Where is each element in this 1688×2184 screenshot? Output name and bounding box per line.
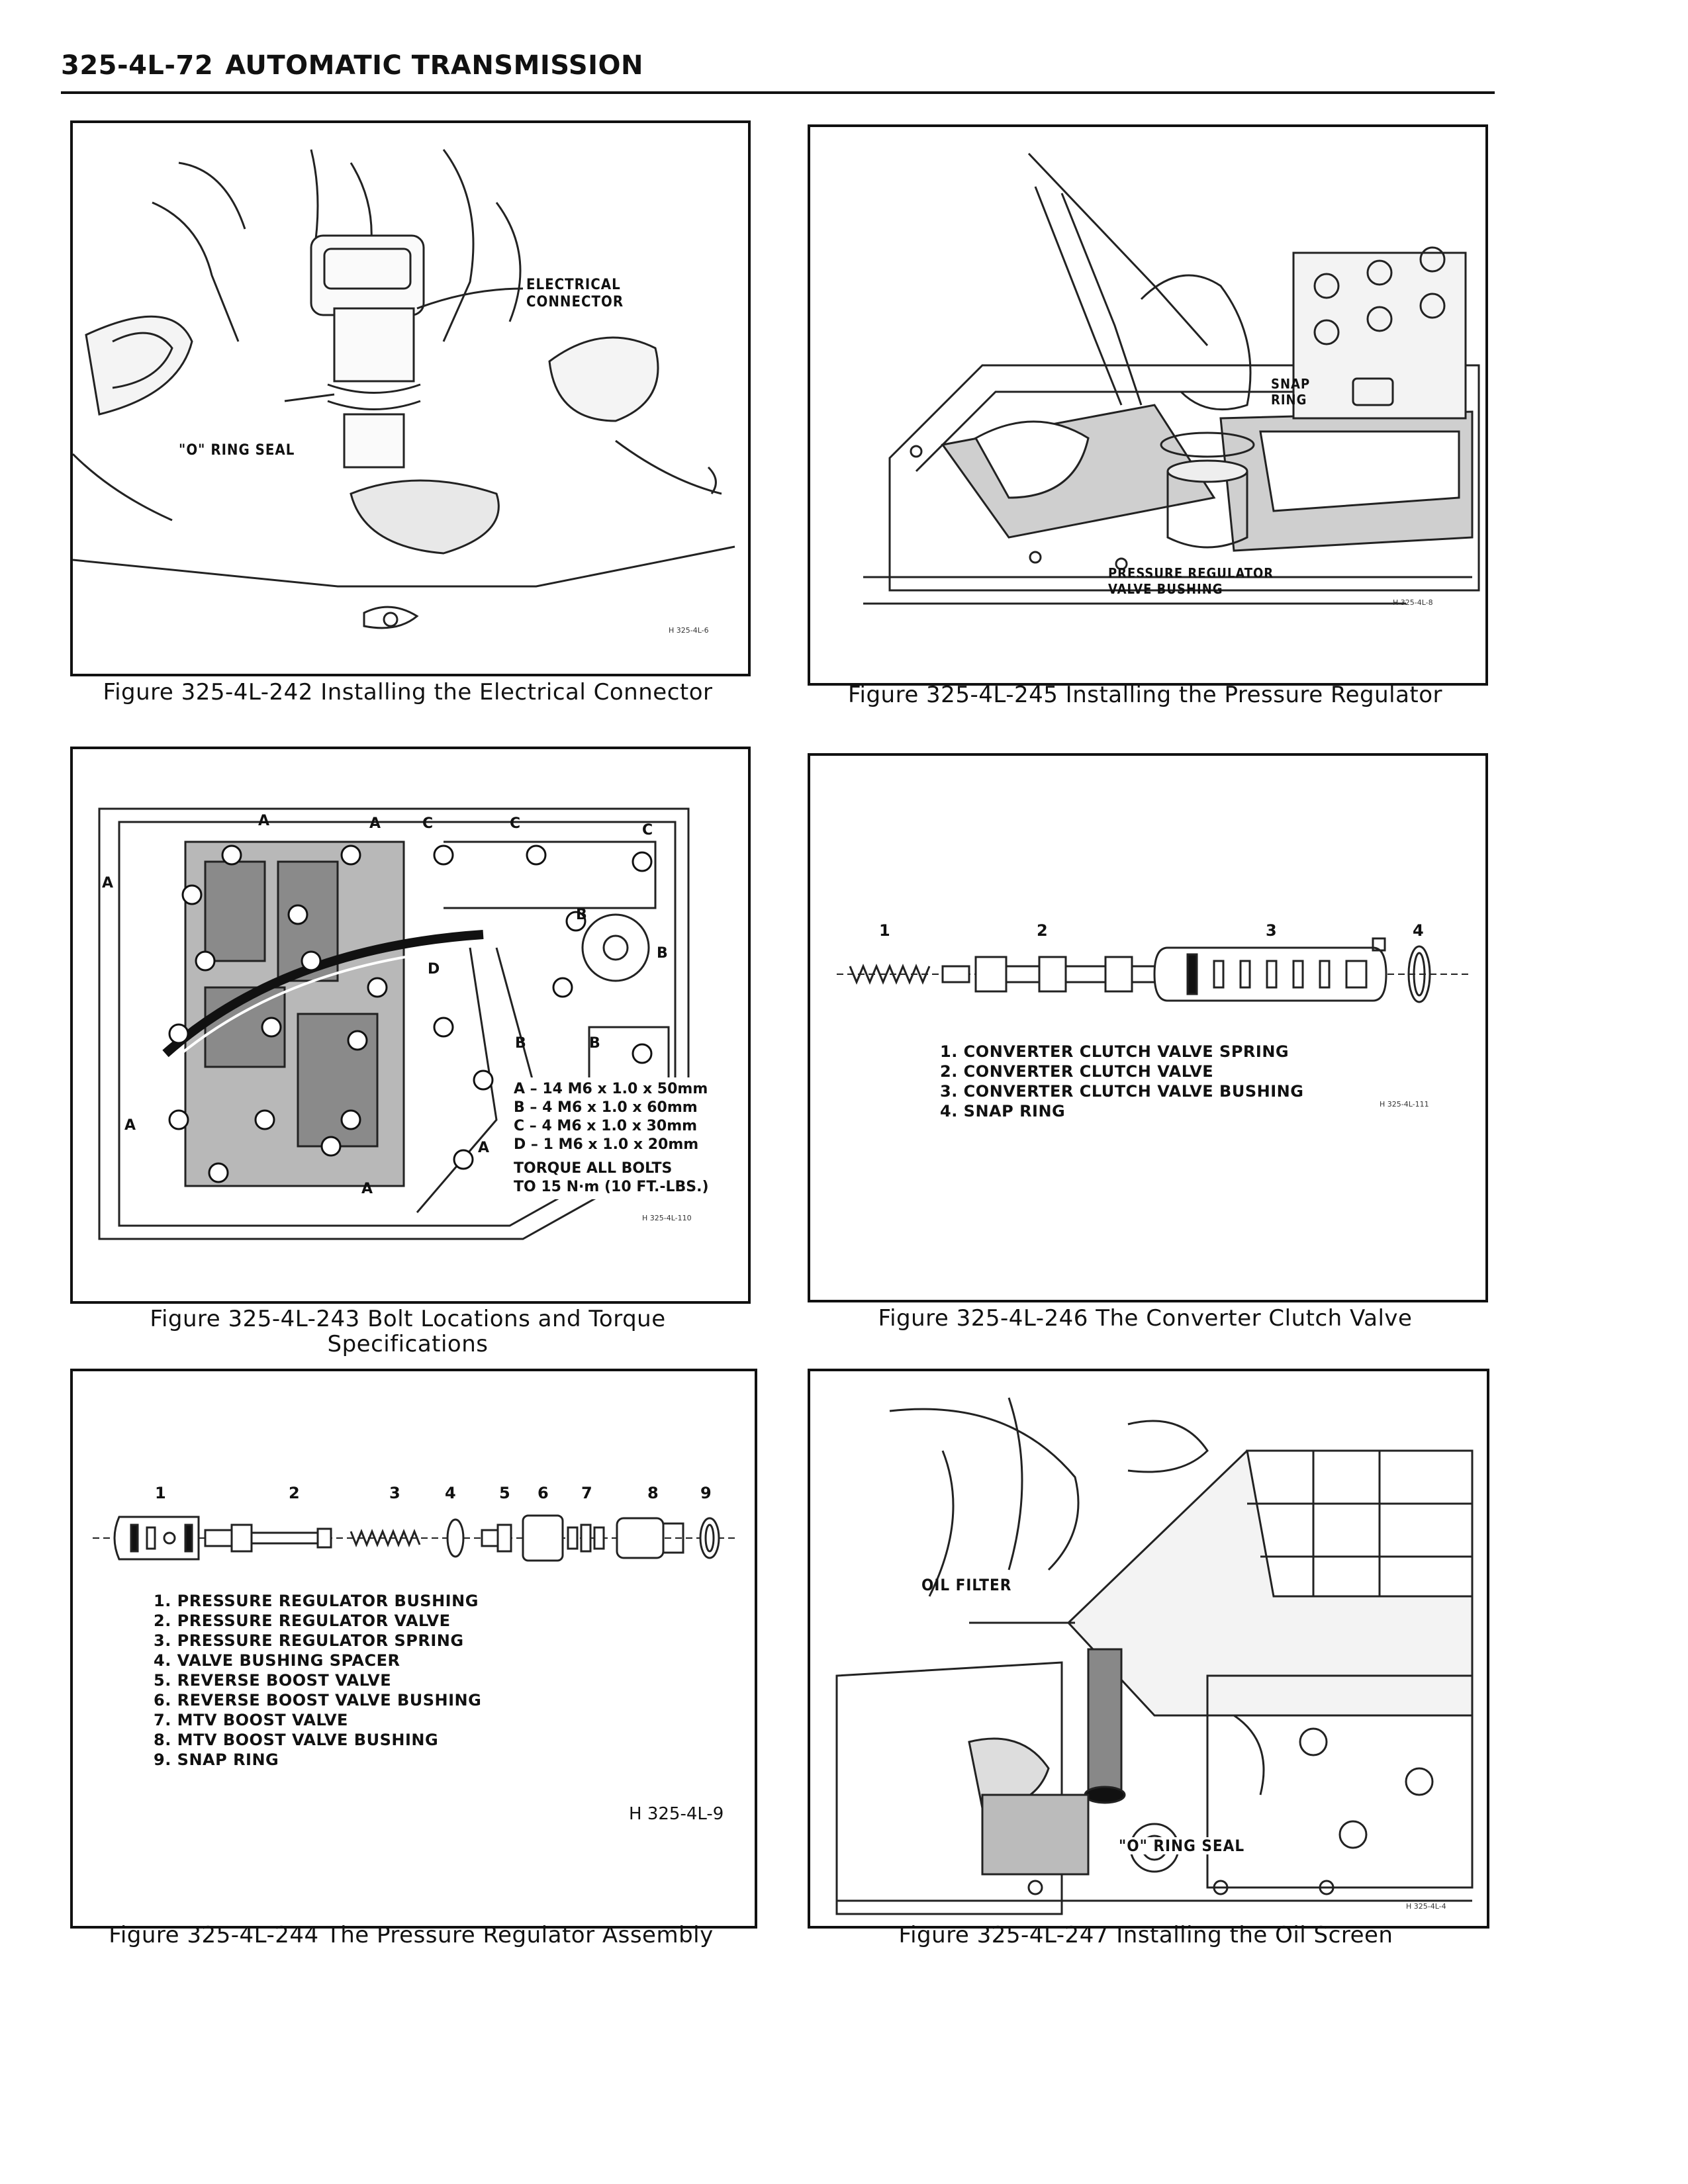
figure-244-caption: Figure 325-4L-244 The Pressure Regulator… bbox=[109, 1922, 714, 1948]
fig244-legend-item-6: 6. REVERSE BOOST VALVE BUSHING bbox=[154, 1691, 482, 1709]
fig246-num-1: 1 bbox=[879, 921, 890, 940]
fig244-num-6: 6 bbox=[538, 1484, 549, 1502]
figure-244-id-mark: H 325-4L-9 bbox=[629, 1804, 724, 1824]
fig244-num-5: 5 bbox=[499, 1484, 510, 1502]
figure-243-illustration bbox=[98, 807, 690, 1240]
bolt-spec-b: B – 4 M6 x 1.0 x 60mm bbox=[514, 1099, 698, 1116]
figure-246-id-mark: H 325-4L-111 bbox=[1380, 1100, 1429, 1109]
figure-242-panel: ELECTRICAL CONNECTOR "O" RING SEAL H 325… bbox=[70, 120, 751, 676]
fig244-legend: 1. PRESSURE REGULATOR BUSHING 2. PRESSUR… bbox=[154, 1591, 481, 1770]
bolt-letter-c: C bbox=[422, 815, 434, 832]
label-pressure-regulator-bushing: PRESSURE REGULATOR VALVE BUSHING bbox=[1108, 565, 1274, 597]
figure-247-illustration bbox=[835, 1397, 1474, 1915]
fig246-legend-item-1: 1. CONVERTER CLUTCH VALVE SPRING bbox=[940, 1042, 1289, 1061]
label-electrical-connector-line2: CONNECTOR bbox=[526, 294, 624, 310]
label-snap-ring-line1: SNAP bbox=[1271, 376, 1311, 392]
bolt-letter-b: B bbox=[576, 907, 587, 923]
figure-244-illustration bbox=[93, 1514, 735, 1562]
fig246-num-3: 3 bbox=[1266, 921, 1277, 940]
bolt-letter-b-3: B bbox=[515, 1035, 526, 1052]
page-header: 325-4L-72 AUTOMATIC TRANSMISSION bbox=[61, 46, 1495, 95]
bolt-letter-d: D bbox=[428, 961, 440, 978]
page-number: 325-4L-72 bbox=[61, 50, 214, 81]
figure-246-illustration bbox=[837, 937, 1472, 1003]
fig246-legend-item-2: 2. CONVERTER CLUTCH VALVE bbox=[940, 1062, 1214, 1081]
figure-244-panel: 1 2 3 4 5 6 7 8 9 1. PRESSURE REGULATOR … bbox=[70, 1369, 757, 1929]
figure-247-panel: OIL FILTER "O" RING SEAL H 325-4L-4 bbox=[808, 1369, 1489, 1929]
fig244-num-4: 4 bbox=[445, 1484, 456, 1502]
page-title: 325-4L-72 AUTOMATIC TRANSMISSION bbox=[61, 50, 643, 81]
label-electrical-connector: ELECTRICAL CONNECTOR bbox=[526, 277, 624, 311]
fig244-num-3: 3 bbox=[389, 1484, 400, 1502]
bolt-letter-a-4: A bbox=[124, 1117, 136, 1134]
fig246-num-4: 4 bbox=[1413, 921, 1424, 940]
label-snap-ring: SNAP RING bbox=[1271, 376, 1310, 408]
figure-243-caption-line2: Specifications bbox=[327, 1331, 489, 1357]
figure-245-panel: SNAP RING PRESSURE REGULATOR VALVE BUSHI… bbox=[808, 124, 1488, 686]
figure-242-id-mark: H 325-4L-6 bbox=[669, 626, 709, 635]
section-title: AUTOMATIC TRANSMISSION bbox=[225, 50, 643, 81]
figure-246-caption: Figure 325-4L-246 The Converter Clutch V… bbox=[878, 1305, 1413, 1332]
figure-247-caption: Figure 325-4L-247 Installing the Oil Scr… bbox=[898, 1922, 1393, 1948]
fig244-legend-item-4: 4. VALVE BUSHING SPACER bbox=[154, 1651, 400, 1670]
fig244-legend-item-9: 9. SNAP RING bbox=[154, 1751, 279, 1769]
fig244-legend-item-2: 2. PRESSURE REGULATOR VALVE bbox=[154, 1612, 451, 1630]
fig244-legend-item-8: 8. MTV BOOST VALVE BUSHING bbox=[154, 1731, 439, 1749]
bolt-spec-a: A – 14 M6 x 1.0 x 50mm bbox=[514, 1081, 708, 1097]
fig244-num-1: 1 bbox=[155, 1484, 166, 1502]
figure-247-id-mark: H 325-4L-4 bbox=[1406, 1902, 1446, 1911]
fig244-num-8: 8 bbox=[647, 1484, 659, 1502]
bolt-letter-a-6: A bbox=[361, 1181, 373, 1197]
fig246-legend-item-4: 4. SNAP RING bbox=[940, 1102, 1066, 1120]
label-snap-ring-line2: RING bbox=[1271, 392, 1307, 408]
figure-242-caption: Figure 325-4L-242 Installing the Electri… bbox=[103, 679, 713, 705]
fig244-num-9: 9 bbox=[700, 1484, 712, 1502]
bolt-spec-d: D – 1 M6 x 1.0 x 20mm bbox=[514, 1136, 699, 1153]
bolt-letter-a-3: A bbox=[102, 875, 114, 891]
label-electrical-connector-line1: ELECTRICAL bbox=[526, 277, 621, 293]
bolt-letter-a-2: A bbox=[369, 815, 381, 832]
fig244-num-7: 7 bbox=[581, 1484, 592, 1502]
label-oring-seal: "O" RING SEAL bbox=[179, 442, 295, 459]
torque-spec-line2: TO 15 N·m (10 FT.-LBS.) bbox=[514, 1179, 709, 1195]
fig244-legend-item-5: 5. REVERSE BOOST VALVE bbox=[154, 1671, 392, 1690]
figure-243-id-mark: H 325-4L-110 bbox=[642, 1214, 692, 1222]
figure-243-caption-line1: Figure 325-4L-243 Bolt Locations and Tor… bbox=[150, 1306, 666, 1332]
fig244-legend-item-1: 1. PRESSURE REGULATOR BUSHING bbox=[154, 1592, 479, 1610]
label-bushing-line1: PRESSURE REGULATOR bbox=[1108, 565, 1274, 581]
figure-246-panel: 1 2 3 4 1. CONVERTER CLUTCH VALVE SPRING… bbox=[808, 753, 1488, 1302]
figure-245-illustration bbox=[863, 152, 1480, 605]
fig246-legend: 1. CONVERTER CLUTCH VALVE SPRING 2. CONV… bbox=[940, 1042, 1303, 1121]
fig244-num-2: 2 bbox=[289, 1484, 300, 1502]
figure-245-caption: Figure 325-4L-245 Installing the Pressur… bbox=[847, 682, 1443, 708]
fig244-legend-item-3: 3. PRESSURE REGULATOR SPRING bbox=[154, 1631, 464, 1650]
header-rule bbox=[61, 91, 1495, 94]
fig246-legend-item-3: 3. CONVERTER CLUTCH VALVE BUSHING bbox=[940, 1082, 1304, 1101]
torque-spec-line1: TORQUE ALL BOLTS bbox=[514, 1160, 673, 1177]
label-oil-screen-oring-seal: "O" RING SEAL bbox=[1119, 1837, 1245, 1855]
figure-243-caption: Figure 325-4L-243 Bolt Locations and Tor… bbox=[70, 1306, 745, 1357]
fig244-legend-item-7: 7. MTV BOOST VALVE bbox=[154, 1711, 348, 1729]
bolt-letter-b-2: B bbox=[657, 945, 668, 962]
bolt-letter-a: A bbox=[258, 813, 270, 829]
figure-243-panel: A A C C C A B B D B B A A A A – 14 M6 x … bbox=[70, 747, 751, 1304]
figure-245-id-mark: H 325-4L-8 bbox=[1393, 598, 1433, 607]
bolt-spec-block: A – 14 M6 x 1.0 x 50mm B – 4 M6 x 1.0 x … bbox=[510, 1077, 713, 1199]
bolt-letter-a-5: A bbox=[478, 1140, 490, 1156]
fig246-num-2: 2 bbox=[1037, 921, 1048, 940]
figure-242-illustration bbox=[73, 149, 735, 629]
bolt-letter-b-4: B bbox=[589, 1035, 600, 1052]
label-bushing-line2: VALVE BUSHING bbox=[1108, 581, 1223, 597]
bolt-spec-c: C – 4 M6 x 1.0 x 30mm bbox=[514, 1118, 698, 1134]
bolt-letter-c-2: C bbox=[510, 815, 521, 832]
bolt-letter-c-3: C bbox=[642, 822, 653, 839]
label-oil-filter: OIL FILTER bbox=[921, 1576, 1012, 1594]
